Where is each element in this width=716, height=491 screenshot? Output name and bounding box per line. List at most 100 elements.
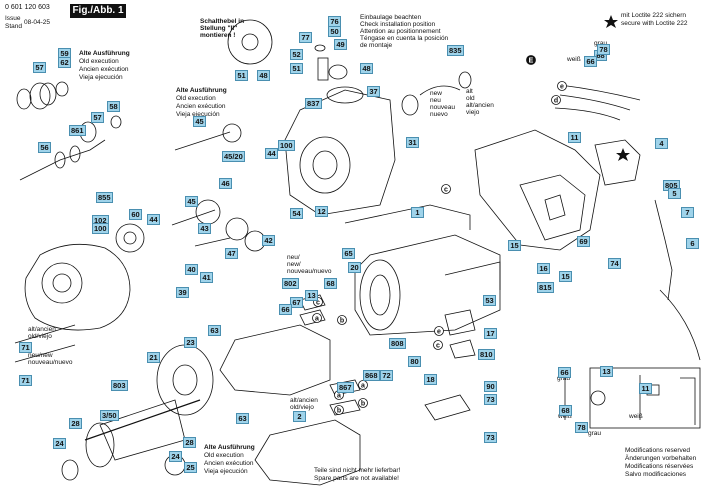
mod-es: Salvo modificaciones <box>625 471 687 478</box>
old-exec-2-fr: Ancien exécution <box>176 103 226 110</box>
part-number-badge: 1 <box>411 207 424 218</box>
part-number-badge: 48 <box>257 70 270 81</box>
part-number-badge: 11 <box>639 383 652 394</box>
switch-note-3: montieren ! <box>200 32 236 39</box>
old-exec-3-en: Old execution <box>204 452 244 459</box>
part-number-badge: 41 <box>200 272 213 283</box>
part-number-badge: 68 <box>559 405 572 416</box>
part-number-badge: 53 <box>483 295 496 306</box>
letter-callout: e <box>434 326 444 336</box>
part-number-badge: 50 <box>328 26 341 37</box>
nuevo-word: nuevo <box>430 111 448 118</box>
part-number-badge: 100 <box>278 140 295 151</box>
install-note-de: Einbaulage beachten <box>360 14 422 21</box>
old-exec-3-de: Alte Ausführung <box>204 444 255 451</box>
part-number-badge: 71 <box>19 342 32 353</box>
new-label-3: nouveau/nuevo <box>287 268 332 275</box>
part-number-badge: 49 <box>334 39 347 50</box>
svg-text:c: c <box>444 187 448 194</box>
letter-callout: c <box>441 184 451 194</box>
part-number-badge: 837 <box>305 98 322 109</box>
part-number-badge: 808 <box>389 338 406 349</box>
part-number-badge: 44 <box>147 214 160 225</box>
letter-callout: b <box>358 398 368 408</box>
neu-word: neu <box>430 97 441 104</box>
part-number-badge: 15 <box>508 240 521 251</box>
install-note-es2: de montaje <box>360 42 393 49</box>
stand-label: Stand <box>5 23 22 30</box>
alt-label-left-2: old/viejo <box>28 333 52 340</box>
new-label-1: neu/ <box>287 254 300 261</box>
part-number-badge: 56 <box>38 142 51 153</box>
old-exec-1-fr: Ancien exécution <box>79 66 129 73</box>
weiss-label-circuit-1: weiß <box>558 413 572 420</box>
issue-label: Issue <box>5 15 21 22</box>
mod-en: Modifications reserved <box>625 447 691 454</box>
part-number-badge: 28 <box>183 437 196 448</box>
old-exec-2-es: Vieja ejecución <box>176 111 220 118</box>
letter-callout: b <box>334 405 344 415</box>
part-number-badge: 71 <box>19 375 32 386</box>
part-number-badge: 57 <box>91 112 104 123</box>
switch-note-2: Stellung "II" <box>200 25 238 32</box>
svg-text:c: c <box>316 300 320 307</box>
part-number-badge: 66 <box>558 367 571 378</box>
alt-label-1: alt/ancien <box>290 397 318 404</box>
part-number-badge: 74 <box>608 258 621 269</box>
part-number-badge: 90 <box>484 381 497 392</box>
part-number-badge: 68 <box>324 278 337 289</box>
part-number-badge: 3/50 <box>100 410 119 421</box>
part-number-badge: 21 <box>147 352 160 363</box>
part-number-badge: 47 <box>225 248 238 259</box>
part-number-badge: 67 <box>290 297 303 308</box>
part-number-badge: 18 <box>424 374 437 385</box>
old-exec-1-de: Alte Ausführung <box>79 50 130 57</box>
nouveau-word: nouveau <box>430 104 455 111</box>
old-exec-3-fr: Ancien exécution <box>204 460 254 467</box>
switch-note-1: Schalthebel in <box>200 18 245 25</box>
part-number-badge: 867 <box>337 382 354 393</box>
alt-label-2: old/viejo <box>290 404 314 411</box>
alt-label-left-1: alt/ancien <box>28 326 56 333</box>
loctite-note-en: secure with Loctite 222 <box>621 20 688 27</box>
grau-label-top: grau <box>594 40 607 48</box>
part-number-badge: 44 <box>265 148 278 159</box>
part-number-badge: 58 <box>107 101 120 112</box>
part-number-badge: 100 <box>92 223 109 234</box>
part-number-badge: 65 <box>342 248 355 259</box>
install-note-en: Check installation position <box>360 21 436 28</box>
grau-label-circuit: grau <box>557 375 571 382</box>
part-number-badge: 73 <box>484 394 497 405</box>
part-number-badge: 31 <box>406 137 419 148</box>
viejo-word: viejo <box>466 109 480 116</box>
part-number-badge: 66 <box>584 56 597 67</box>
svg-text:b: b <box>361 401 365 408</box>
part-number-badge: 69 <box>577 236 590 247</box>
gear-housing-shape <box>24 243 131 331</box>
part-number-badge: 37 <box>367 86 380 97</box>
part-number-badge: 815 <box>537 282 554 293</box>
part-number-badge: 11 <box>568 132 581 143</box>
letter-callout: E <box>526 55 536 65</box>
issue-date: 08-04-25 <box>24 19 51 26</box>
part-number-badge: 810 <box>478 349 495 360</box>
part-number-badge: 803 <box>111 380 128 391</box>
letter-callout: e <box>557 81 567 91</box>
part-number-badge: 40 <box>185 264 198 275</box>
install-note-es: Téngase en cuenta la posición <box>360 35 449 42</box>
part-number-badge: 5 <box>668 188 681 199</box>
part-number-badge: 25 <box>184 462 197 473</box>
part-number-badge: 855 <box>96 192 113 203</box>
mod-de: Änderungen vorbehalten <box>625 455 697 462</box>
old-exec-1-en: Old execution <box>79 58 119 65</box>
part-number-badge: 48 <box>360 63 373 74</box>
part-number-badge: 78 <box>575 422 588 433</box>
alt-word: alt <box>466 88 473 95</box>
weiss-label-top: weiß <box>567 56 581 63</box>
part-number-badge: 24 <box>169 451 182 462</box>
part-number-badge: 13 <box>305 290 318 301</box>
letter-callout: a <box>312 313 322 323</box>
install-note-fr: Attention au positionnement <box>360 28 441 35</box>
figure-label: Fig./Abb. 1 <box>70 4 126 18</box>
